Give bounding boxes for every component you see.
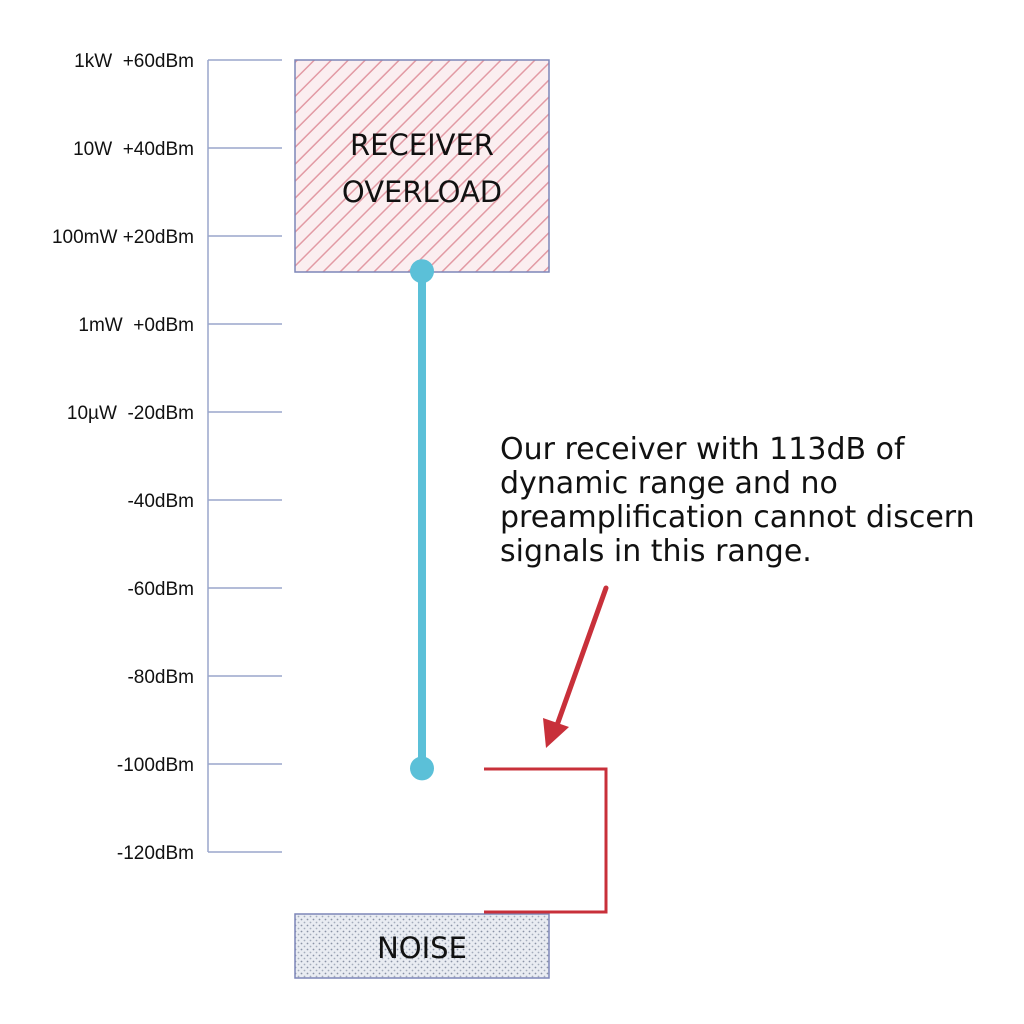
dynamic-range-bar: [410, 259, 434, 781]
overload-label-line2: OVERLOAD: [342, 175, 502, 209]
scale-tick-label: 1kW +60dBm: [74, 51, 194, 72]
annotation-arrow-head: [543, 718, 569, 748]
receiver-overload-box: RECEIVER OVERLOAD: [294, 59, 550, 273]
scale-tick-label: 10W +40dBm: [73, 139, 194, 160]
scale-tick-label: -120dBm: [117, 843, 194, 864]
scale-tick-label: -100dBm: [117, 755, 194, 776]
annotation-arrow-group: [484, 585, 609, 914]
annotation-line-1: Our receiver with 113dB of: [500, 432, 906, 467]
annotation-line-4: signals in this range.: [500, 534, 812, 569]
scale-tick-label: 1mW +0dBm: [78, 315, 194, 336]
scale-tick-label: -80dBm: [127, 667, 194, 688]
dynamic-range-top-marker: [410, 259, 434, 284]
annotation-line-3: preamplification cannot discern: [500, 500, 975, 535]
overload-label-line1: RECEIVER: [350, 128, 494, 162]
scale-tick-label: -60dBm: [127, 579, 194, 600]
scale-tick-label: 10µW -20dBm: [67, 403, 194, 424]
annotation-text: Our receiver with 113dB of dynamic range…: [500, 432, 975, 569]
scale-ticks: 1kW +60dBm 10W +40dBm 100mW +20dBm 1mW +0dB…: [52, 51, 282, 864]
range-bracket: [484, 767, 608, 914]
annotation-line-2: dynamic range and no: [500, 466, 838, 501]
scale-tick-label: -40dBm: [127, 491, 194, 512]
noise-box: NOISE: [294, 913, 550, 979]
noise-label: NOISE: [377, 931, 467, 965]
annotation-arrow-shaft: [553, 585, 609, 731]
dynamic-range-bottom-marker: [410, 756, 434, 781]
scale-tick-label: 100mW +20dBm: [52, 227, 194, 248]
